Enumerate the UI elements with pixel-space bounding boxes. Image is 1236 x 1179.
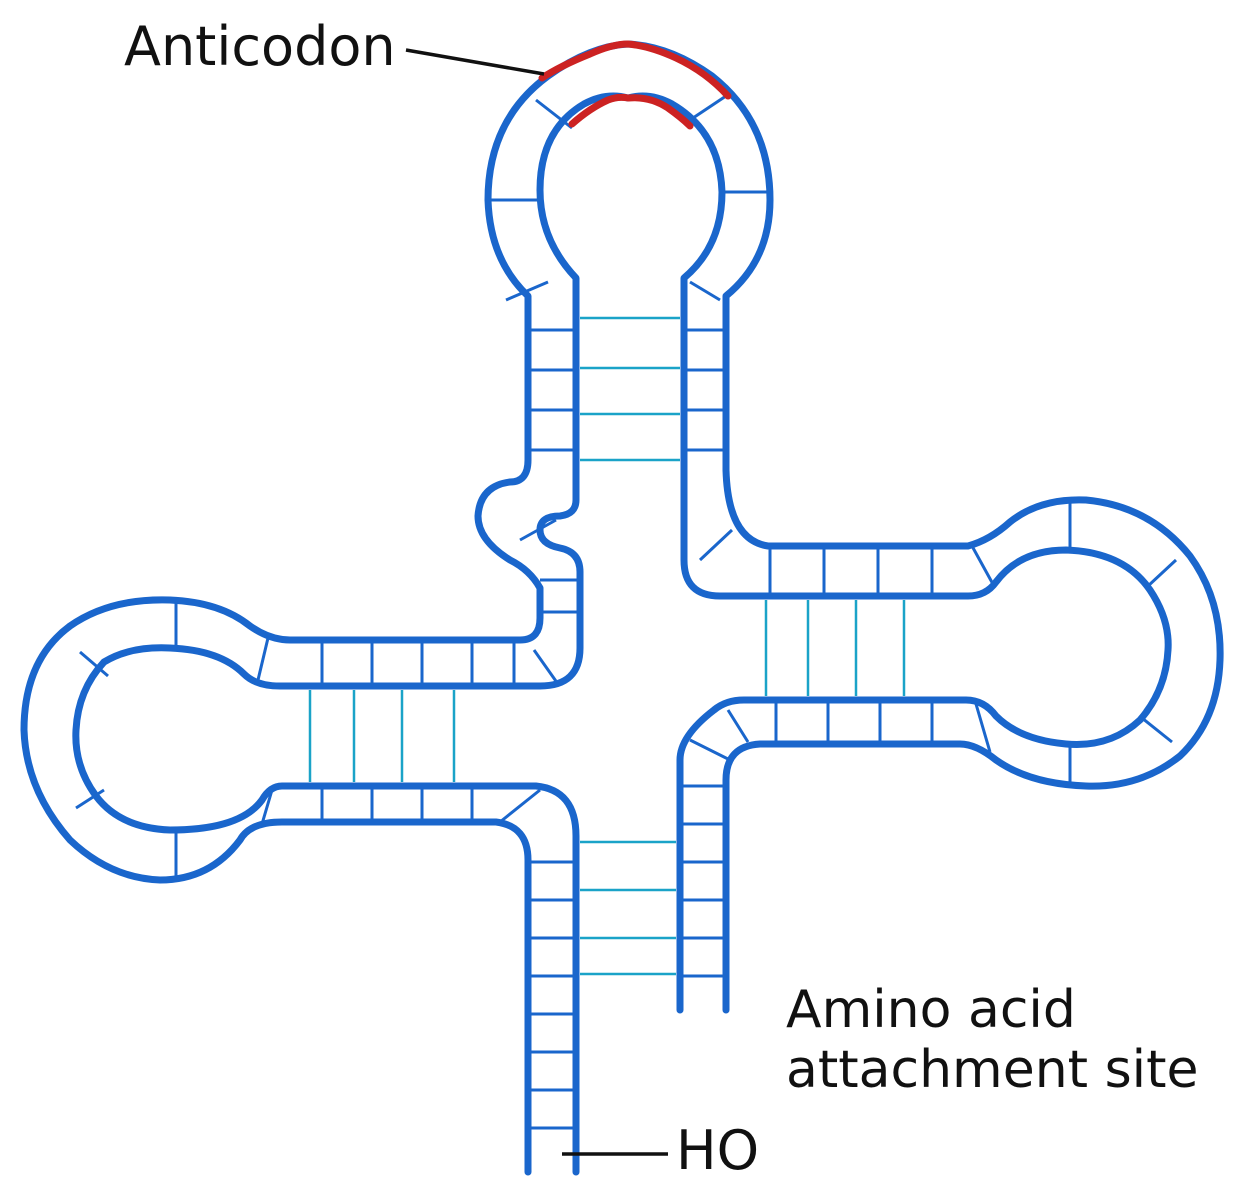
anticodon-leader-line — [406, 50, 544, 74]
amino-acid-label-line1: Amino acid — [786, 980, 1199, 1040]
anticodon-label: Anticodon — [124, 14, 396, 80]
amino-acid-label-line2: attachment site — [786, 1040, 1199, 1100]
backbone-outer-left — [24, 44, 770, 1172]
amino-acid-attachment-label: Amino acid attachment site — [786, 980, 1199, 1100]
ho-label: HO — [676, 1118, 759, 1179]
